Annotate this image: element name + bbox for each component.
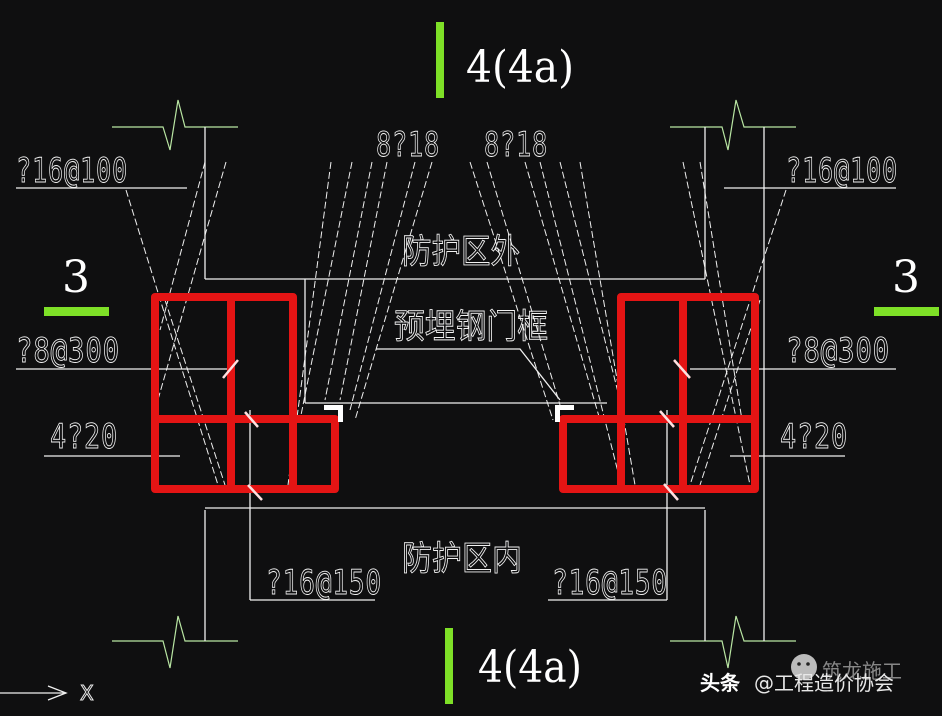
label-left-top-bar: ?16@100 bbox=[16, 151, 128, 191]
x-axis-label: X bbox=[80, 681, 94, 705]
label-embedded-steel-door-frame: 预埋钢门框 bbox=[394, 307, 548, 347]
section-marker-left bbox=[44, 307, 109, 316]
section-number-left: 3 bbox=[62, 252, 90, 303]
x-axis-indicator: X bbox=[0, 681, 95, 706]
label-left-corner-bars: 4?20 bbox=[50, 417, 118, 457]
label-right-bottom-bar: ?16@150 bbox=[552, 563, 668, 603]
watermark-overlay: 筑龙施工 bbox=[822, 659, 902, 683]
break-line-top-left bbox=[112, 99, 238, 151]
rebar-frame-right bbox=[559, 293, 759, 493]
tie-marks bbox=[222, 359, 691, 501]
hidden-bar-lines bbox=[125, 161, 787, 486]
label-outside-protection-zone: 防护区外 bbox=[402, 232, 520, 272]
section-marker-bottom bbox=[445, 628, 453, 704]
rebar-frame-left bbox=[151, 293, 339, 493]
section-title-top: 4(4a) bbox=[466, 42, 574, 93]
label-right-stirrup: ?8@300 bbox=[786, 331, 890, 371]
section-title-bottom: 4(4a) bbox=[478, 642, 582, 693]
break-line-bottom-right bbox=[670, 615, 796, 669]
watermark: 头条 @工程造价协会 筑龙施工 bbox=[700, 654, 902, 695]
wechat-icon bbox=[791, 654, 817, 680]
section-marker-top bbox=[436, 22, 444, 98]
wall-outline-lines bbox=[204, 127, 765, 641]
label-right-corner-bars: 4?20 bbox=[780, 417, 848, 457]
break-line-top-right bbox=[670, 99, 796, 151]
label-left-bottom-bar: ?16@150 bbox=[266, 563, 382, 603]
watermark-prefix: 头条 bbox=[700, 671, 741, 695]
watermark-handle: @工程造价协会 bbox=[754, 671, 894, 695]
label-center-bars-right: 8?18 bbox=[484, 125, 548, 165]
label-right-top-bar: ?16@100 bbox=[786, 151, 898, 191]
door-frame-corners bbox=[324, 405, 574, 422]
label-center-bars-left: 8?18 bbox=[376, 125, 440, 165]
section-number-right: 3 bbox=[892, 252, 920, 303]
label-left-stirrup: ?8@300 bbox=[16, 331, 120, 371]
section-marker-right bbox=[874, 307, 939, 316]
break-line-bottom-left bbox=[112, 615, 238, 669]
label-inside-protection-zone: 防护区内 bbox=[402, 539, 522, 579]
